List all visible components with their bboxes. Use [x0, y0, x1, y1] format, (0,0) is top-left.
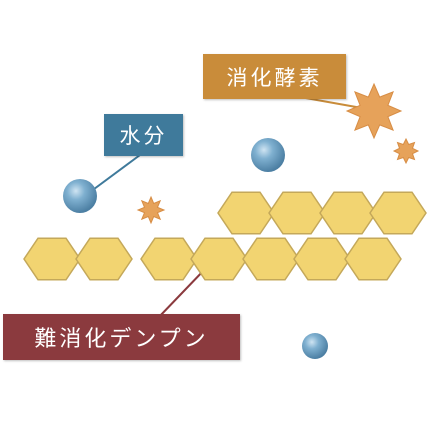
starch-hexagon — [293, 237, 351, 281]
starch-hexagon — [140, 237, 198, 281]
enzyme-label: 消化酵素 — [203, 54, 346, 99]
starch-hexagon — [242, 237, 300, 281]
starch-hexagons — [23, 191, 427, 281]
starch-hexagon — [319, 191, 377, 235]
starch-hexagon — [23, 237, 81, 281]
water-drop — [251, 138, 285, 172]
starch-hexagon — [190, 237, 248, 281]
enzyme-star — [136, 195, 166, 225]
enzyme-star — [392, 137, 420, 165]
resistant-starch-label: 難消化デンプン — [3, 314, 240, 360]
enzyme-star — [345, 82, 403, 140]
starch-hexagon — [75, 237, 133, 281]
starch-hexagon — [369, 191, 427, 235]
water-label: 水分 — [104, 114, 183, 156]
water-drop — [302, 333, 328, 359]
starch-hexagon — [344, 237, 402, 281]
enzyme-particles — [136, 82, 420, 225]
water-drop — [63, 179, 97, 213]
starch-hexagon — [217, 191, 275, 235]
starch-hexagon — [268, 191, 326, 235]
starch-leader-line — [157, 267, 207, 319]
